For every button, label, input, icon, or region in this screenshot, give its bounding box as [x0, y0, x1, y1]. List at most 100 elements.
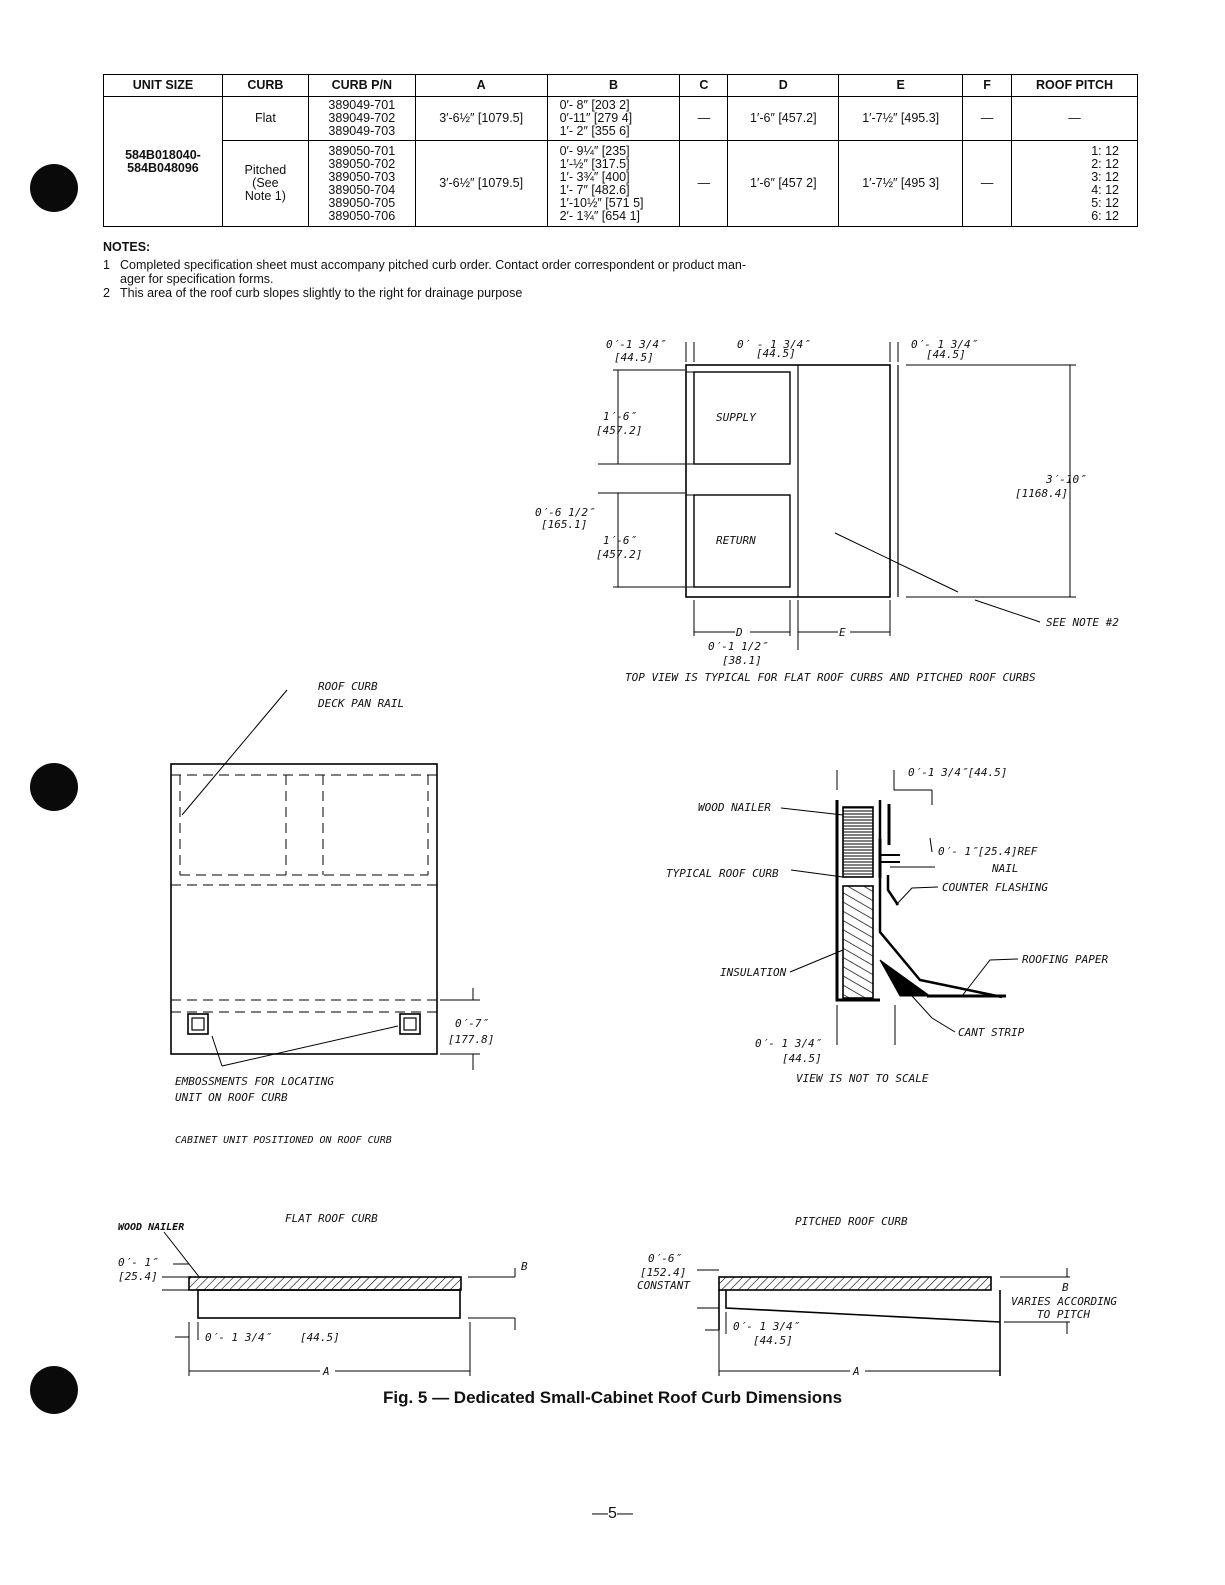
notes-section: NOTES: 1 Completed specification sheet m…: [103, 240, 863, 300]
cabinet-view: [170, 689, 480, 1070]
notes-heading: NOTES:: [103, 240, 151, 254]
top-dim-right-mm: [44.5]: [926, 348, 966, 361]
note-item: 2 This area of the roof curb slopes slig…: [103, 286, 863, 300]
pitched-bottom-dim: 0′- 1 3/4″: [733, 1320, 800, 1333]
cell-unit-size: 584B018040- 584B048096: [103, 96, 223, 227]
cabinet-dim: 0′-7″: [455, 1017, 488, 1030]
note-number: 1: [103, 258, 110, 272]
supply-label: SUPPLY: [716, 411, 757, 424]
cell-pitched-f: —: [962, 140, 1013, 227]
section-ref-dim: 0′- 1″[25.4]REF: [938, 845, 1038, 858]
dim-d-label: D: [735, 626, 743, 639]
cant-strip-label: CANT STRIP: [958, 1026, 1025, 1039]
flat-dim: 0′- 1″: [118, 1256, 158, 1269]
return-label: RETURN: [716, 534, 756, 547]
pitched-dim: 0′-6″: [648, 1252, 681, 1265]
page-number: —5—: [592, 1505, 633, 1522]
insulation-label: INSULATION: [720, 966, 787, 979]
flat-bottom-dim-mm: [44.5]: [300, 1331, 340, 1344]
top-dim-mid: 0′ - 1 3/4″: [737, 338, 810, 351]
top-view: [598, 342, 1076, 650]
overall-height: 3′-10″: [1045, 473, 1086, 486]
cell-flat-f: —: [962, 96, 1013, 141]
top-view-labels: 0′-1 3/4″ [44.5] 0′ - 1 3/4″ [44.5] 0′- …: [535, 338, 1119, 684]
pitched-varies-label-1: VARIES ACCORDING: [1011, 1295, 1117, 1308]
counter-flashing-label: COUNTER FLASHING: [942, 881, 1048, 894]
bottom-dim: 0′-1 1/2″: [708, 640, 768, 653]
cell-flat-e: 1′-7½″ [495.3]: [838, 96, 964, 141]
flat-wood-nailer-label: WOOD NAILER: [118, 1222, 184, 1233]
note-text: Completed specification sheet must accom…: [120, 258, 747, 286]
gap-dim: 0′-6 1/2″: [535, 506, 595, 519]
figure-caption: Fig. 5 — Dedicated Small-Cabinet Roof Cu…: [382, 1388, 843, 1407]
pitched-a-label: A: [852, 1365, 860, 1378]
cell-pitched-pn: 389050-701 389050-702 389050-703 389050-…: [307, 140, 416, 227]
flat-curb-title: FLAT ROOF CURB: [285, 1212, 378, 1225]
punch-hole-middle: [30, 763, 78, 811]
section-view: [780, 770, 1019, 1045]
emboss-label-1: EMBOSSMENTS FOR LOCATING: [175, 1075, 334, 1088]
cabinet-caption: CABINET UNIT POSITIONED ON ROOF CURB: [175, 1135, 392, 1146]
flat-b-label: B: [521, 1260, 528, 1273]
cell-flat-pitch: —: [1011, 96, 1138, 141]
cell-pitched-e: 1′-7½″ [495 3]: [838, 140, 964, 227]
flat-a-label: A: [322, 1365, 330, 1378]
table-header-row: UNIT SIZE CURB CURB P/N A B C D E F ROOF…: [103, 74, 1138, 97]
top-view-caption: TOP VIEW IS TYPICAL FOR FLAT ROOF CURBS …: [625, 671, 1036, 684]
dim-e-label: E: [839, 626, 846, 639]
flat-curb-view: [162, 1231, 516, 1376]
note-number: 2: [103, 286, 110, 300]
section-bottom-dim-mm: [44.5]: [782, 1052, 822, 1065]
overall-height-mm: [1168.4]: [1015, 487, 1068, 500]
roof-curb-deck-label-2: DECK PAN RAIL: [317, 697, 404, 710]
cabinet-dim-mm: [177.8]: [448, 1033, 494, 1046]
cell-flat-pn: 389049-701 389049-702 389049-703: [307, 96, 416, 141]
cell-pitched-b: 0′- 9¼″ [235] 1′-½″ [317.5] 1′- 3¾″ [400…: [546, 140, 681, 227]
top-dim-left: 0′-1 3/4″: [606, 338, 666, 351]
cell-pitched-pitch: 1: 12 2: 12 3: 12 4: 12 5: 12 6: 12: [1011, 140, 1138, 227]
note-text: This area of the roof curb slopes slight…: [120, 286, 523, 300]
punch-hole-top: [30, 164, 78, 212]
table-row-pitched: Pitched (See Note 1) 389050-701 389050-7…: [104, 140, 1138, 227]
pitched-b-label: B: [1062, 1281, 1069, 1294]
see-note-label: SEE NOTE #2: [1046, 616, 1119, 629]
flat-curb-labels: WOOD NAILER FLAT ROOF CURB 0′- 1″ [25.4]…: [118, 1212, 528, 1378]
gap-dim-mm: [165.1]: [541, 518, 587, 531]
pitched-dim-mm: [152.4]: [640, 1266, 686, 1279]
cell-flat-b: 0′- 8″ [203 2] 0′-11″ [279 4] 1′- 2″ [35…: [546, 96, 681, 141]
cell-flat-d: 1′-6″ [457.2]: [727, 96, 840, 141]
cabinet-view-labels: ROOF CURB DECK PAN RAIL 0′-7″ [177.8] EM…: [175, 680, 494, 1146]
section-caption: VIEW IS NOT TO SCALE: [796, 1072, 929, 1085]
pitched-varies-label-2: TO PITCH: [1037, 1308, 1090, 1321]
pitched-curb-view: [697, 1268, 1070, 1376]
return-height-mm: [457.2]: [596, 548, 642, 561]
cell-pitched-curb: Pitched (See Note 1): [221, 140, 309, 227]
wood-nailer-label: WOOD NAILER: [698, 801, 771, 814]
top-dim-mid-mm: [44.5]: [756, 347, 796, 360]
return-height: 1′-6″: [603, 534, 636, 547]
section-bottom-dim: 0′- 1 3/4″: [755, 1037, 822, 1050]
roofing-paper-label: ROOFING PAPER: [1022, 953, 1108, 966]
header-curb-pn: CURB P/N: [307, 74, 416, 97]
section-top-dim: 0′-1 3/4″[44.5]: [908, 766, 1007, 779]
note-item: 1 Completed specification sheet must acc…: [103, 258, 863, 286]
flat-dim-mm: [25.4]: [118, 1270, 158, 1283]
emboss-label-2: UNIT ON ROOF CURB: [175, 1091, 288, 1104]
roof-curb-deck-label-1: ROOF CURB: [318, 680, 378, 693]
typical-roof-curb-label: TYPICAL ROOF CURB: [666, 867, 779, 880]
top-dim-left-mm: [44.5]: [614, 351, 654, 364]
header-roof-pitch: ROOF PITCH: [1011, 74, 1138, 97]
nail-label: NAIL: [991, 862, 1019, 875]
supply-height: 1′-6″: [603, 410, 636, 423]
bottom-dim-mm: [38.1]: [722, 654, 762, 667]
cell-pitched-d: 1′-6″ [457 2]: [727, 140, 840, 227]
pitched-bottom-dim-mm: [44.5]: [753, 1334, 793, 1347]
cell-flat-a: 3′-6½″ [1079.5]: [414, 96, 548, 141]
section-view-labels: 0′-1 3/4″[44.5] 0′- 1″[25.4]REF WOOD NAI…: [666, 766, 1108, 1085]
table-row-flat: 584B018040- 584B048096 Flat 389049-701 3…: [103, 96, 1138, 227]
pitched-constant-label: CONSTANT: [637, 1279, 691, 1292]
flat-bottom-dim: 0′- 1 3/4″: [205, 1331, 272, 1344]
punch-hole-bottom: [30, 1366, 78, 1414]
curb-dimension-table: UNIT SIZE CURB CURB P/N A B C D E F ROOF…: [103, 74, 1138, 227]
